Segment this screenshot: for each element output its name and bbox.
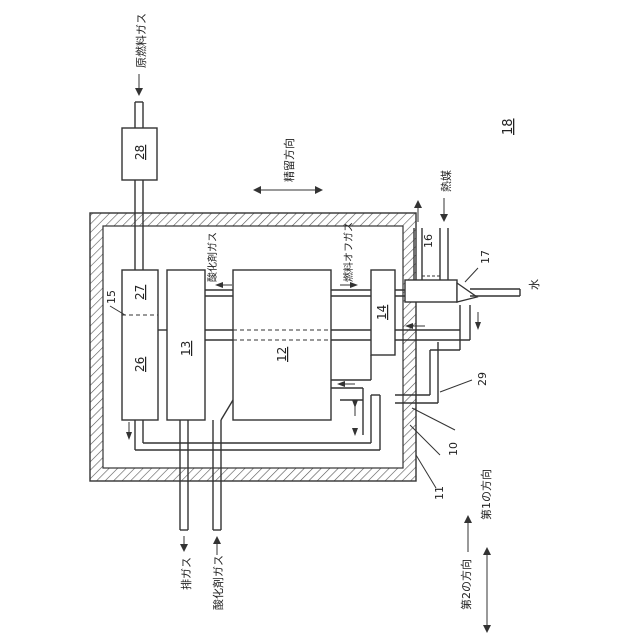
first-direction-arrow — [464, 515, 472, 552]
distillation-direction-arrow — [253, 186, 323, 194]
water-label: 水 — [528, 279, 541, 290]
oxidant-gas-inner-label: 酸化剤ガス — [206, 232, 219, 282]
block-12 — [233, 270, 331, 420]
label-15: 15 — [105, 290, 118, 304]
distillation-direction-label: 精留方向 — [282, 138, 296, 182]
second-direction-label: 第2の方向 — [459, 559, 473, 610]
leader-11 — [416, 455, 436, 488]
exhaust-gas-label: 排ガス — [179, 557, 193, 590]
raw-fuel-gas-label: 原燃料ガス — [134, 13, 148, 68]
label-17: 17 — [479, 250, 492, 264]
label-10: 10 — [447, 442, 460, 456]
label-11: 11 — [433, 486, 446, 500]
oxidant-gas-in-label: 酸化剤ガス — [211, 555, 225, 610]
label-18: 18 — [501, 118, 516, 135]
label-13: 13 — [179, 341, 193, 356]
water-inlet-17 — [457, 283, 520, 302]
fuel-off-gas-label: 燃料オフガス — [342, 222, 355, 282]
label-16: 16 — [422, 234, 435, 248]
label-14: 14 — [375, 305, 389, 320]
heat-medium-label: 熱媒 — [440, 170, 453, 192]
first-direction-label: 第1の方向 — [479, 469, 493, 520]
label-29: 29 — [476, 372, 489, 386]
leader-29 — [440, 380, 472, 392]
label-12: 12 — [275, 347, 289, 362]
label-27: 27 — [133, 285, 147, 300]
label-26: 26 — [133, 357, 147, 372]
second-direction-arrow — [483, 547, 491, 633]
label-28: 28 — [133, 145, 147, 160]
